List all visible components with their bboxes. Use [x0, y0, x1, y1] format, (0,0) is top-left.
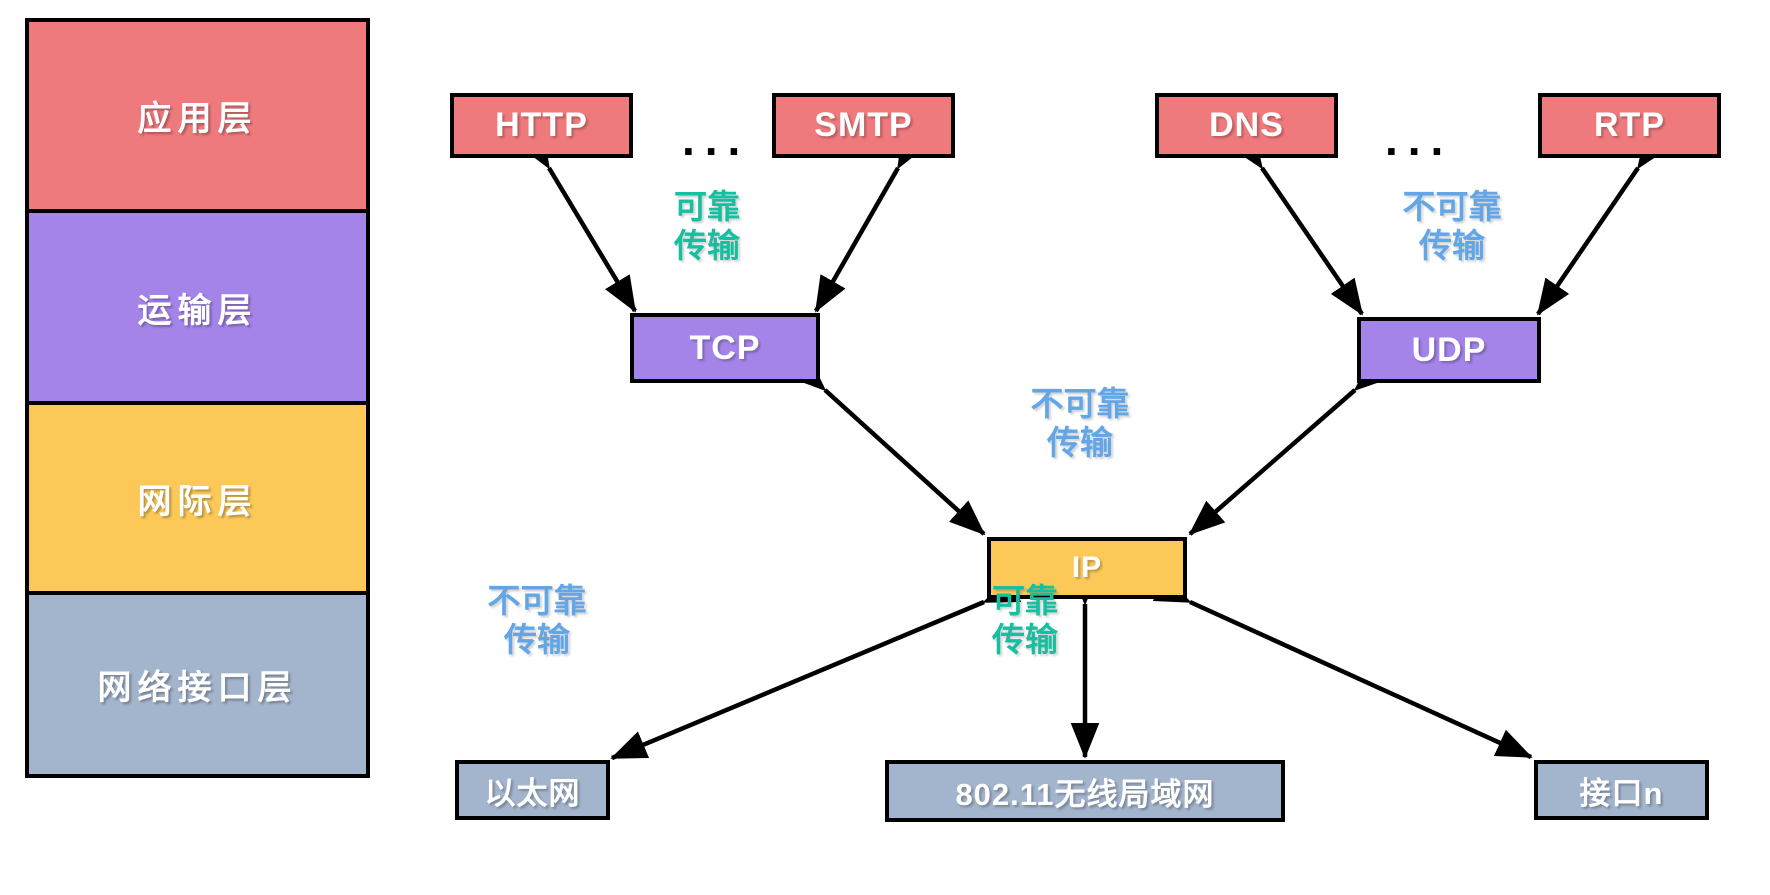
ellipsis-left-icon: ... [682, 113, 751, 165]
edge-label-ip-unreliable: 不可靠 传输 [1030, 385, 1130, 461]
edge-udp-ip [1188, 356, 1391, 536]
layer-transport[interactable]: 运输层 [29, 209, 366, 401]
node-http[interactable]: HTTP [450, 93, 633, 158]
layer-application-label: 应用层 [137, 100, 258, 138]
ellipsis-right-icon: ... [1385, 113, 1454, 165]
edge-rtp-udp [1536, 131, 1670, 316]
layer-internet[interactable]: 网际层 [29, 401, 366, 591]
node-dns[interactable]: DNS [1155, 93, 1338, 158]
node-ip-label: IP [1071, 551, 1103, 584]
edge-ip-ethernet [610, 575, 1022, 761]
edge-smtp-tcp [814, 131, 928, 313]
edge-http-tcp [519, 131, 637, 313]
node-rtp[interactable]: RTP [1538, 93, 1721, 158]
node-tcp-label: TCP [689, 328, 761, 367]
layer-internet-label: 网际层 [137, 482, 258, 521]
edge-ip-ifn [1152, 574, 1533, 760]
node-dns-label: DNS [1209, 106, 1284, 144]
node-tcp[interactable]: TCP [630, 313, 820, 383]
node-ethernet-label: 以太网 [484, 775, 581, 811]
node-udp-label: UDP [1411, 330, 1487, 369]
node-interface-n-label: 接口n [1579, 775, 1664, 811]
layer-transport-label: 运输层 [137, 291, 258, 330]
edge-label-ethernet-unreliable: 不可靠 传输 [487, 582, 587, 658]
protocol-layer-stack: 应用层 运输层 网际层 网络接口层 [25, 18, 370, 778]
layer-link[interactable]: 网络接口层 [29, 591, 366, 774]
layer-application[interactable]: 应用层 [29, 22, 366, 209]
edge-label-wlan-reliable: 可靠 传输 [992, 582, 1058, 658]
node-wlan-label: 802.11无线局域网 [955, 776, 1215, 812]
edge-label-udp-unreliable: 不可靠 传输 [1402, 188, 1502, 264]
node-interface-n[interactable]: 接口n [1534, 760, 1709, 820]
layer-link-label: 网络接口层 [97, 669, 298, 707]
edge-tcp-ip [789, 356, 986, 536]
node-http-label: HTTP [495, 106, 588, 144]
node-rtp-label: RTP [1594, 106, 1665, 144]
node-smtp[interactable]: SMTP [772, 93, 955, 158]
node-udp[interactable]: UDP [1357, 317, 1541, 383]
edge-label-tcp-reliable: 可靠 传输 [674, 188, 740, 264]
node-ethernet[interactable]: 以太网 [455, 760, 610, 820]
node-ip[interactable]: IP [987, 537, 1187, 599]
node-smtp-label: SMTP [814, 106, 913, 144]
edge-dns-udp [1230, 131, 1364, 316]
node-wlan[interactable]: 802.11无线局域网 [885, 760, 1285, 822]
